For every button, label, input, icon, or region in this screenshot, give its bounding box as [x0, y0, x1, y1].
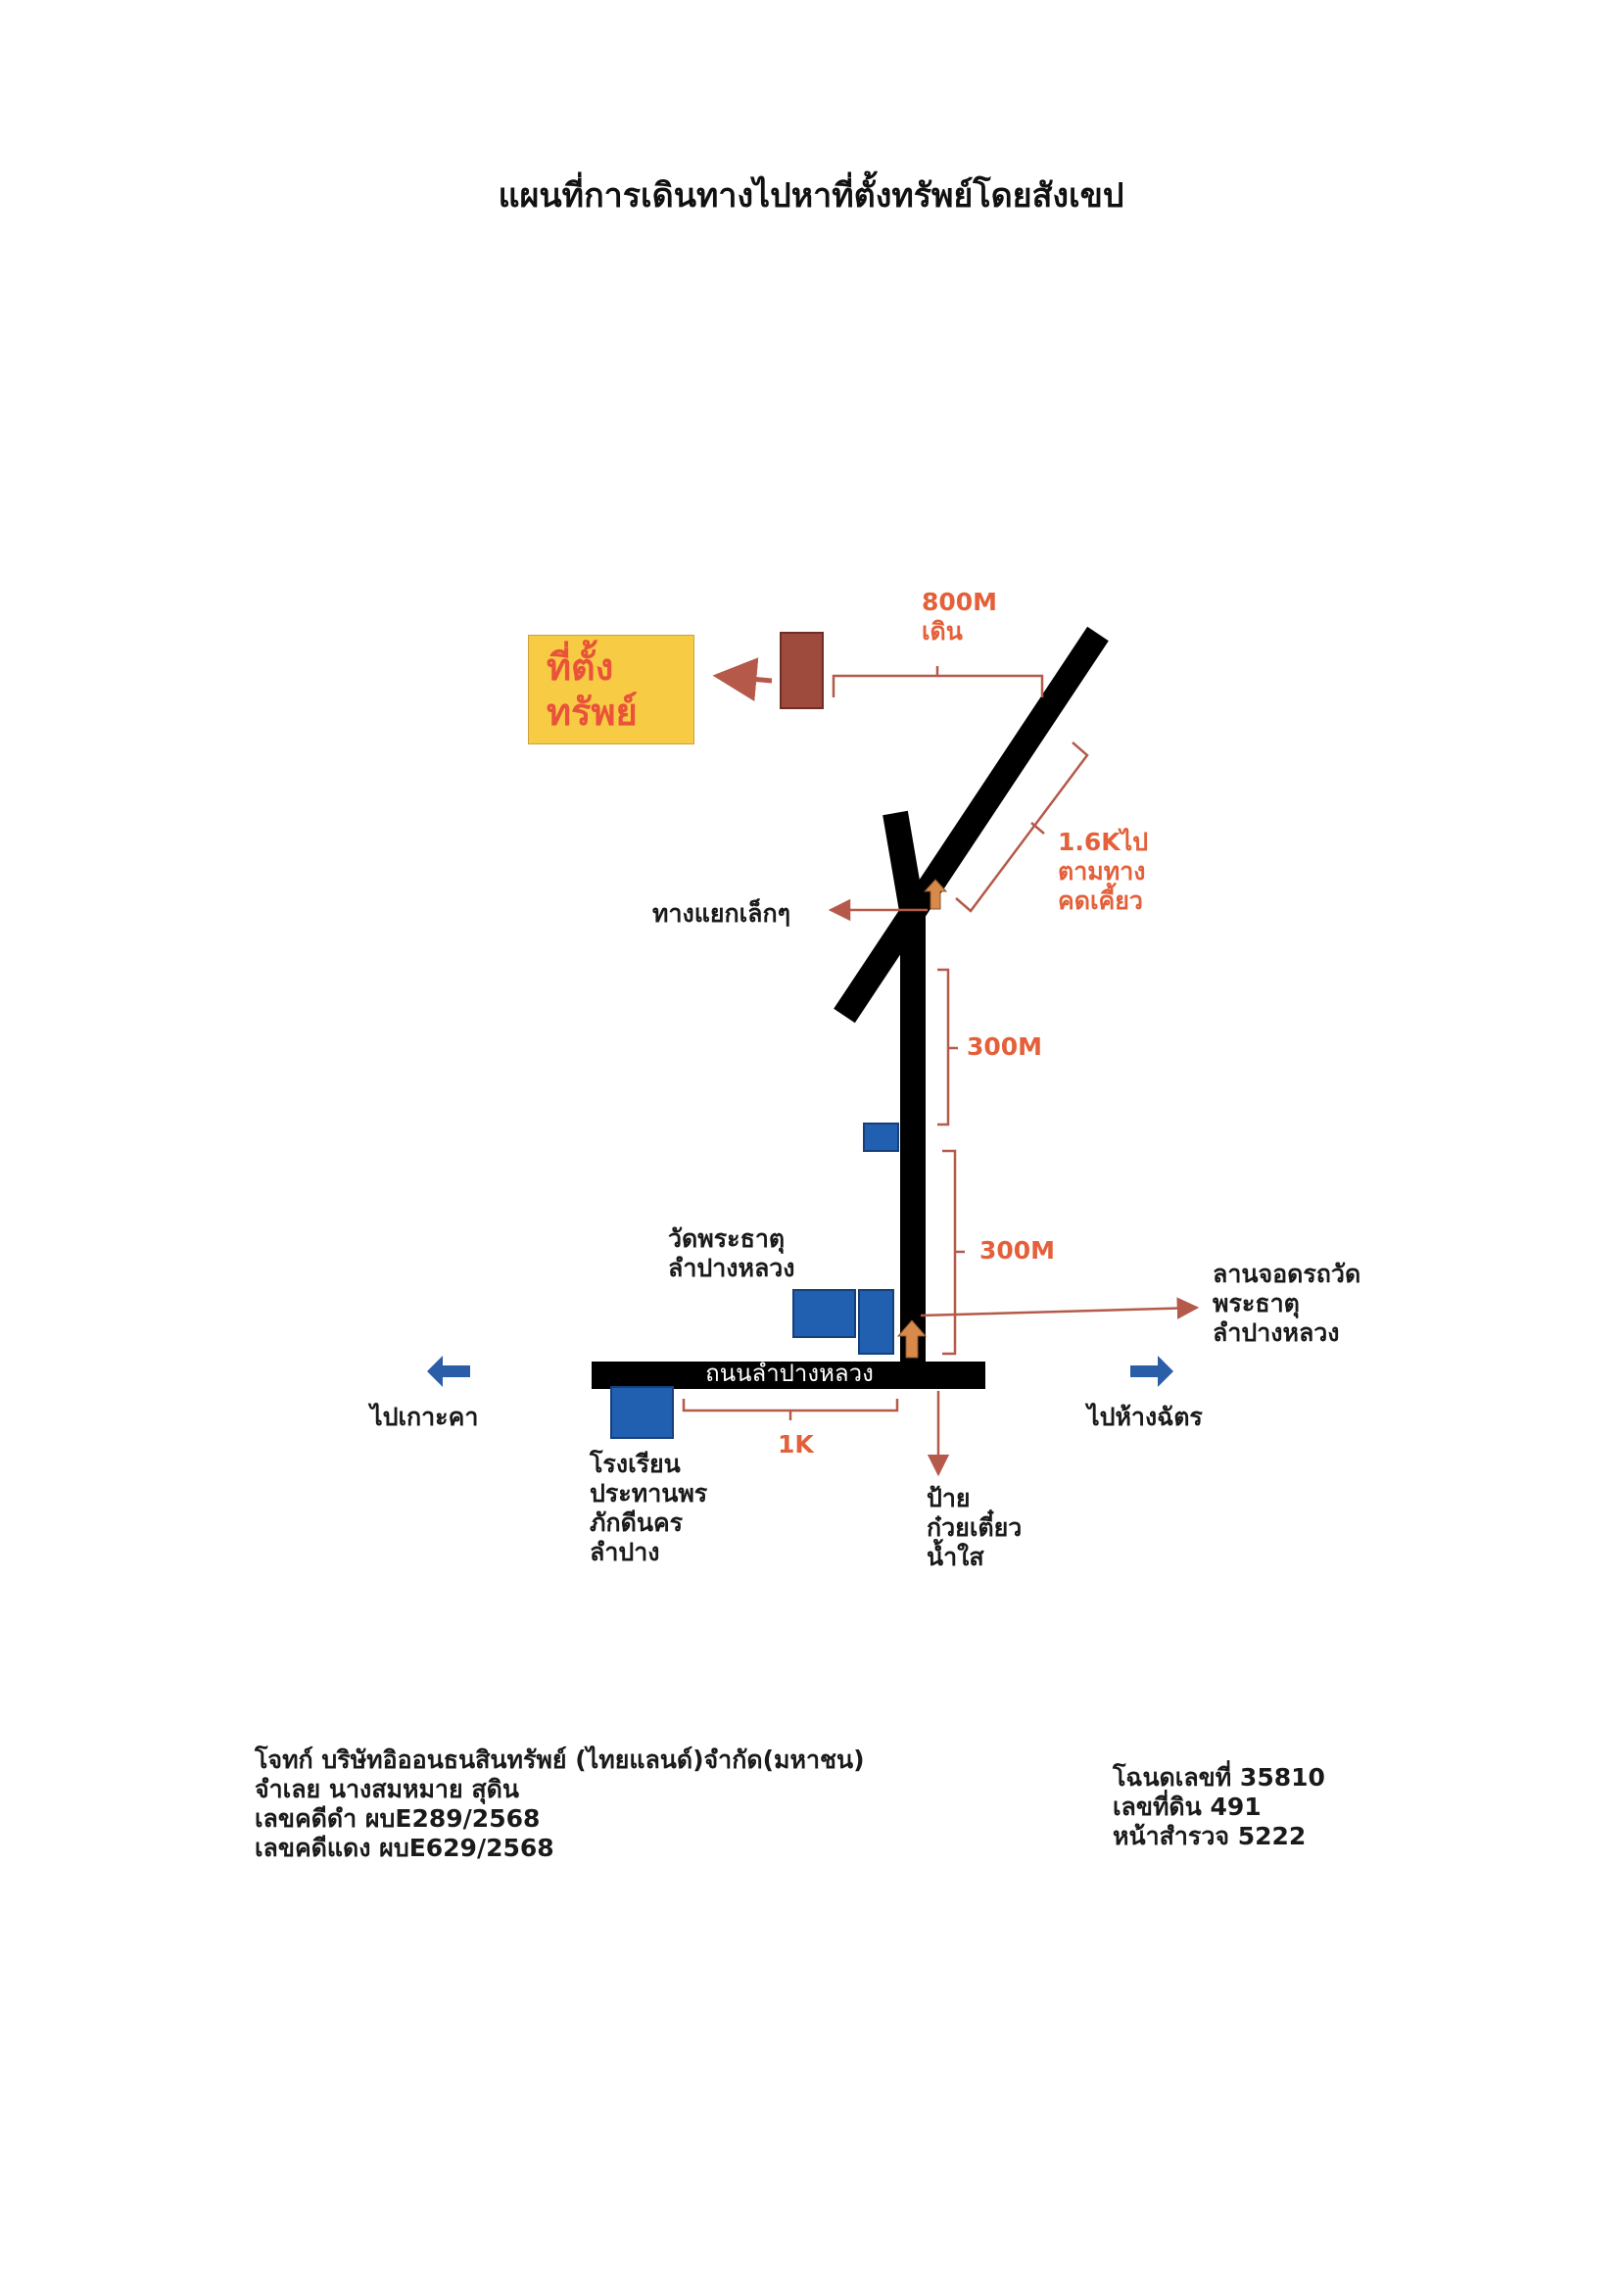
side-road-upper: [883, 810, 926, 919]
walk-distance-bracket: [832, 666, 1044, 697]
parking-label-line: ลานจอดรถวัด: [1213, 1260, 1361, 1288]
main-road-1k-bracket: [682, 1399, 899, 1420]
walk-distance-value: 800M: [922, 588, 998, 616]
property-marker: [780, 632, 824, 709]
parking-label-line: ลำปางหลวง: [1213, 1318, 1340, 1347]
school-label-line: ลำปาง: [590, 1538, 660, 1566]
case-info-line: จำเลย นางสมหมาย สุดิน: [255, 1775, 519, 1803]
winding-distance-label: 1.6Kไป ตามทาง คดเคี้ยว: [1058, 828, 1148, 916]
winding-distance-line: คดเคี้ยว: [1058, 886, 1143, 915]
property-label-line: ทรัพย์: [547, 690, 638, 734]
case-info-line: โจทก์ บริษัทอิออนธนสินทรัพย์ (ไทยแลนด์)จ…: [255, 1746, 865, 1774]
sign-label-line: ก๋วยเตี๋ยว: [927, 1513, 1023, 1542]
travel-arrow-icon: [923, 879, 948, 910]
temple-label: วัดพระธาตุ ลำปางหลวง: [668, 1224, 795, 1283]
diagonal-road-long: [834, 626, 1109, 1024]
to-east-label: ไปห้างฉัตร: [1087, 1403, 1203, 1431]
to-west-label: ไปเกาะคา: [370, 1403, 479, 1431]
parking-label-line: พระธาตุ: [1213, 1289, 1300, 1317]
school-label-line: โรงเรียน: [590, 1450, 681, 1478]
arrow-icon: [1130, 1356, 1173, 1387]
main-road: [592, 1362, 985, 1389]
temple-building: [792, 1289, 856, 1338]
school-building: [610, 1386, 674, 1439]
arrow-icon: [427, 1356, 470, 1387]
case-info-line: เลขคดีแดง ผบE629/2568: [255, 1834, 554, 1862]
deed-info-line: หน้าสำรวจ 5222: [1113, 1822, 1307, 1850]
case-info: โจทก์ บริษัทอิออนธนสินทรัพย์ (ไทยแลนด์)จ…: [255, 1746, 865, 1863]
school-label-line: ภักดีนคร: [590, 1508, 684, 1537]
upper-segment-distance: 300M: [967, 1032, 1043, 1061]
parking-building: [858, 1289, 894, 1355]
temple-label-line: วัดพระธาตุ: [668, 1224, 786, 1253]
lower-segment-distance: 300M: [979, 1236, 1056, 1265]
parking-label: ลานจอดรถวัด พระธาตุ ลำปางหลวง: [1213, 1260, 1360, 1348]
school-label-line: ประทานพร: [590, 1479, 708, 1507]
main-road-label: ถนนลำปางหลวง: [705, 1360, 874, 1387]
travel-arrow-icon: [896, 1319, 928, 1359]
property-location-box: ที่ตั้ง ทรัพย์: [528, 635, 694, 744]
property-label-line: ที่ตั้ง: [547, 646, 614, 689]
school-label: โรงเรียน ประทานพร ภักดีนคร ลำปาง: [590, 1450, 707, 1567]
winding-distance-bracket: [955, 741, 1089, 913]
map-title: แผนที่การเดินทางไปหาที่ตั้งทรัพย์โดยสังเ…: [498, 176, 1124, 215]
upper-300m-bracket: [937, 968, 958, 1126]
winding-distance-line: 1.6Kไป: [1058, 828, 1149, 856]
deed-info-line: โฉนดเลขที่ 35810: [1113, 1763, 1325, 1792]
main-road-distance: 1K: [778, 1430, 814, 1459]
sign-label-line: ป้าย: [927, 1484, 971, 1512]
property-pointer-arrow: [712, 657, 773, 702]
lower-300m-bracket: [942, 1149, 965, 1356]
sign-label: ป้าย ก๋วยเตี๋ยว น้ำใส: [927, 1484, 1022, 1572]
walk-distance-label: 800M เดิน: [922, 588, 997, 646]
case-info-line: เลขคดีดำ ผบE289/2568: [255, 1804, 541, 1833]
temple-label-line: ลำปางหลวง: [668, 1254, 795, 1282]
walk-distance-unit: เดิน: [922, 617, 963, 646]
building-small: [863, 1123, 899, 1152]
sign-label-line: น้ำใส: [927, 1543, 984, 1571]
deed-info-line: เลขที่ดิน 491: [1113, 1793, 1262, 1821]
parking-arrow: [920, 1297, 1200, 1319]
winding-distance-line: ตามทาง: [1058, 857, 1146, 885]
deed-info: โฉนดเลขที่ 35810 เลขที่ดิน 491 หน้าสำรวจ…: [1113, 1763, 1325, 1851]
small-junction-label: ทางแยกเล็กๆ: [652, 899, 791, 928]
